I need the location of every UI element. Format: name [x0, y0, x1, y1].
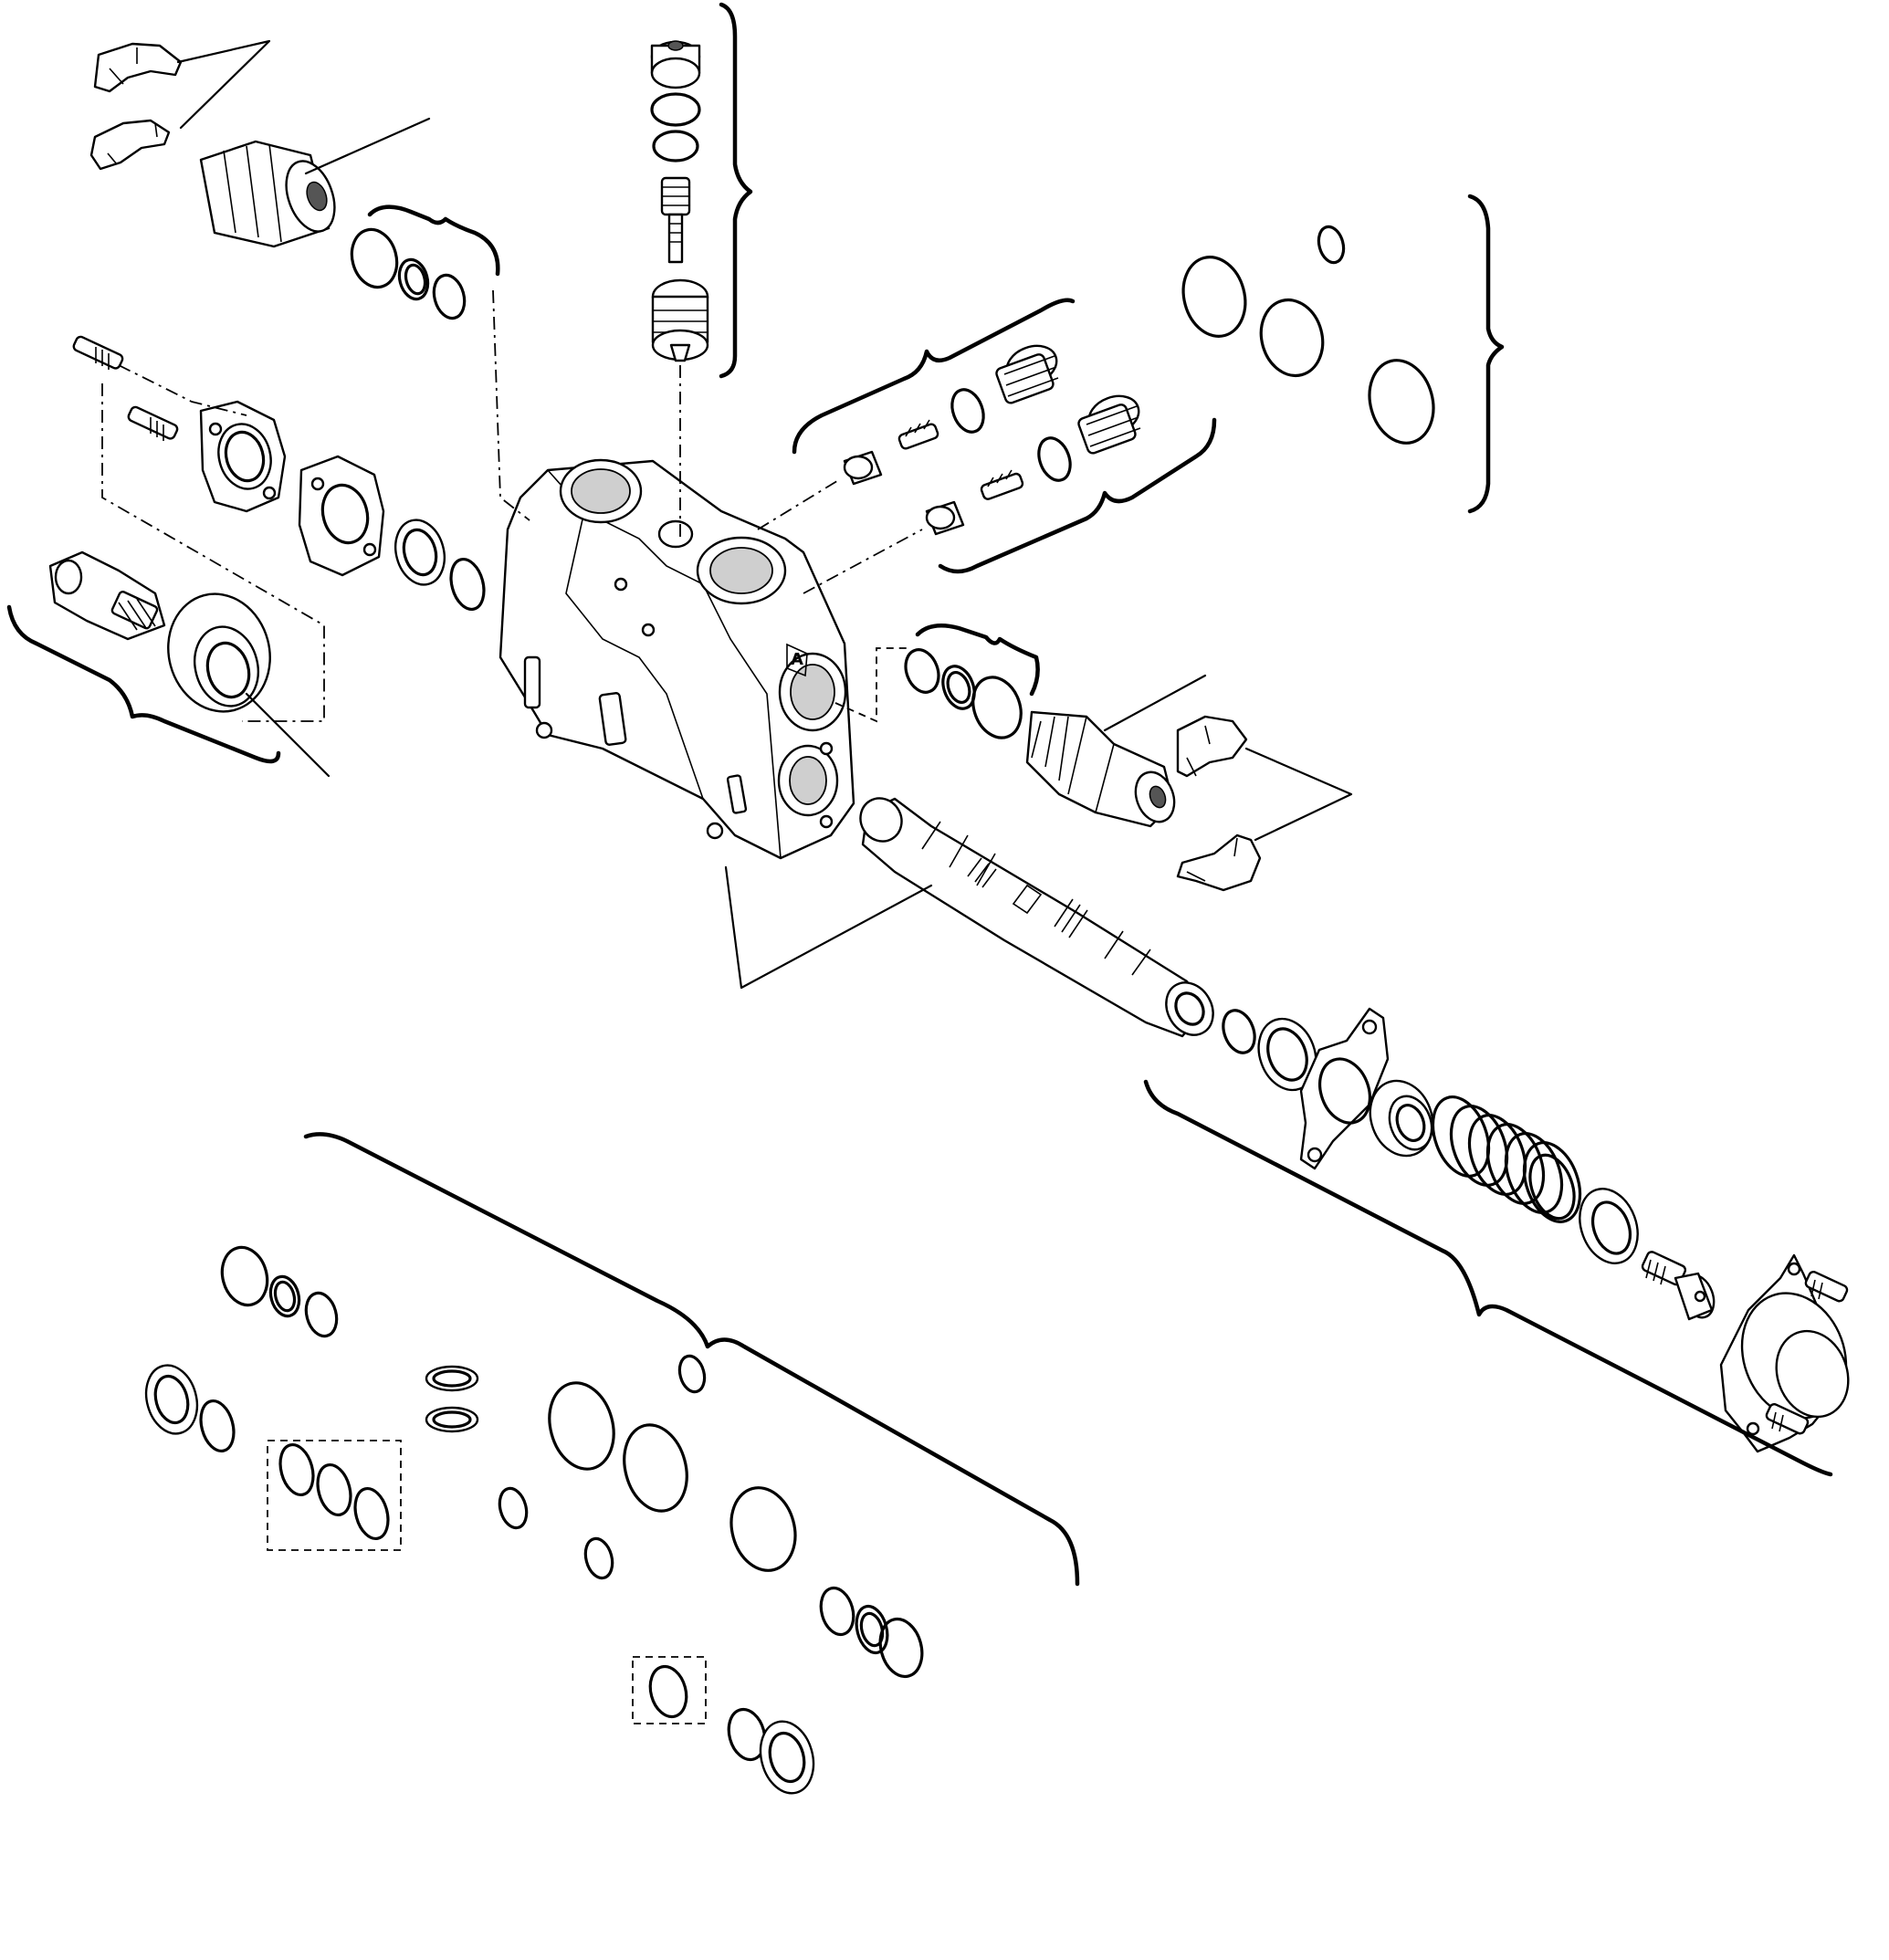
- centerline-right-upper: [757, 478, 841, 530]
- centerline-right-relief: [834, 647, 908, 723]
- relief-valve-upper-left: [199, 140, 336, 248]
- clip-upper-1: [93, 42, 183, 93]
- gasket-left: [298, 455, 385, 577]
- spring-right: [1431, 1095, 1582, 1223]
- spool: [859, 797, 1214, 1038]
- centerline-right-lower: [803, 529, 923, 594]
- clip-upper-2: [89, 119, 171, 171]
- brace-right-relief: [915, 623, 1040, 697]
- brace-upper-left: [367, 204, 500, 277]
- check-plugs-right: [843, 344, 1141, 536]
- clip-right-2: [1176, 833, 1262, 892]
- spring-seat-right: [1579, 1188, 1639, 1264]
- centerline-left-screws-2: [118, 364, 247, 416]
- brace-spool-end-right: [1143, 1079, 1833, 1477]
- spool-end-kit-right: [1222, 1007, 1434, 1170]
- orings-far-right-top: [1181, 225, 1435, 445]
- screws-left: [72, 335, 179, 441]
- leader-relief-upper: [304, 117, 431, 175]
- flange-left: [199, 400, 287, 513]
- brace-right-plugs-upper: [792, 298, 1076, 455]
- leader-cap-left: [245, 692, 331, 778]
- optional-rings-box-2: [632, 1656, 707, 1724]
- brace-right-plugs-lower: [938, 417, 1217, 574]
- optional-rings-box-1: [267, 1440, 402, 1551]
- clip-right-1: [1176, 715, 1248, 778]
- leader-clips-upper: [176, 39, 271, 130]
- brace-top: [719, 2, 753, 379]
- centerline-upper-left: [492, 289, 530, 521]
- orings-right-relief: [904, 648, 1023, 739]
- relief-valve-right: [1025, 710, 1176, 828]
- leader-spool: [724, 865, 933, 990]
- seal-kit-rings: [144, 1245, 924, 1795]
- leader-relief-right: [1103, 674, 1207, 732]
- orings-upper-left: [350, 227, 467, 320]
- brace-far-right: [1467, 194, 1505, 514]
- port-a-label: A: [791, 650, 803, 669]
- bolt-right: [1641, 1251, 1716, 1321]
- end-cap-right: [1719, 1253, 1850, 1453]
- cap-left: [167, 592, 271, 713]
- valve-body: A: [498, 458, 855, 860]
- seal-left: [394, 519, 486, 612]
- brace-left: [6, 604, 281, 764]
- spool-end-left: [48, 550, 166, 641]
- cartridge-stack-top: [650, 40, 709, 362]
- leader-clips-right: [1244, 747, 1353, 842]
- brace-bottom-seal-kit: [303, 1132, 1080, 1587]
